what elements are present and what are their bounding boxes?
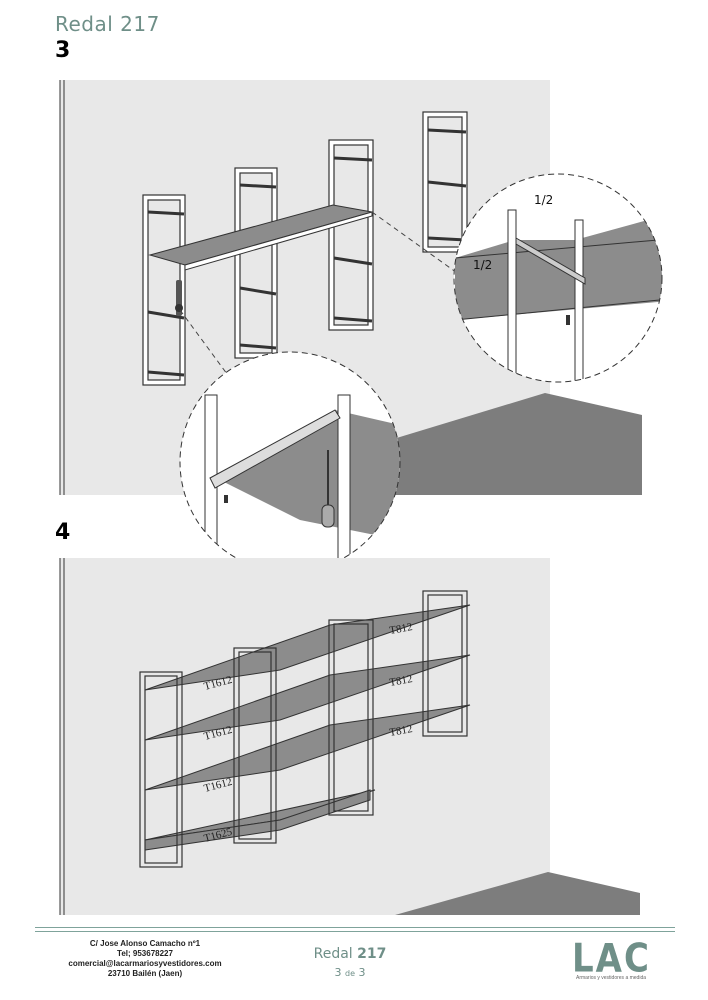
shelf-label: T812 <box>388 723 413 739</box>
footer-doc-code: 217 <box>357 946 387 962</box>
detail-circle-top: 1/2 1/2 <box>453 173 663 383</box>
half-label-top: 1/2 <box>534 193 553 207</box>
step4-shelving-unit <box>139 590 471 868</box>
address-email[interactable]: comercial@lacarmariosyvestidores.com <box>68 959 222 968</box>
address-city: 23710 Bailén (Jaen) <box>107 969 183 978</box>
footer-rule-bottom <box>35 931 675 932</box>
footer-doc-name: Redal <box>313 946 353 962</box>
shelf-label: T812 <box>388 673 413 689</box>
document-title: Redal 217 <box>55 12 160 36</box>
address-phone: Tel; 953678227 <box>117 949 173 958</box>
page-number: 3 de 3 <box>300 966 400 979</box>
logo-letters: LAC <box>572 936 651 982</box>
shelf-label: T812 <box>388 621 413 637</box>
step-number-3: 3 <box>55 38 71 63</box>
half-label-side: 1/2 <box>473 258 492 272</box>
company-logo: LAC Armarios y vestidores a medida <box>566 936 656 986</box>
page-separator: de <box>345 969 355 978</box>
page-current: 3 <box>334 966 342 979</box>
detail-circle-bottom <box>179 351 401 573</box>
address-street: C/ Jose Alonso Camacho nº1 <box>89 939 201 948</box>
logo-tagline: Armarios y vestidores a medida <box>575 975 647 981</box>
company-address: C/ Jose Alonso Camacho nº1 Tel; 95367822… <box>50 939 240 979</box>
step-number-4: 4 <box>55 520 71 545</box>
footer-doc-title: Redal 217 <box>300 946 400 962</box>
page-total: 3 <box>358 966 366 979</box>
footer-rule-top <box>35 927 675 928</box>
step3-shelf <box>148 204 373 316</box>
step3-uprights <box>142 111 468 386</box>
